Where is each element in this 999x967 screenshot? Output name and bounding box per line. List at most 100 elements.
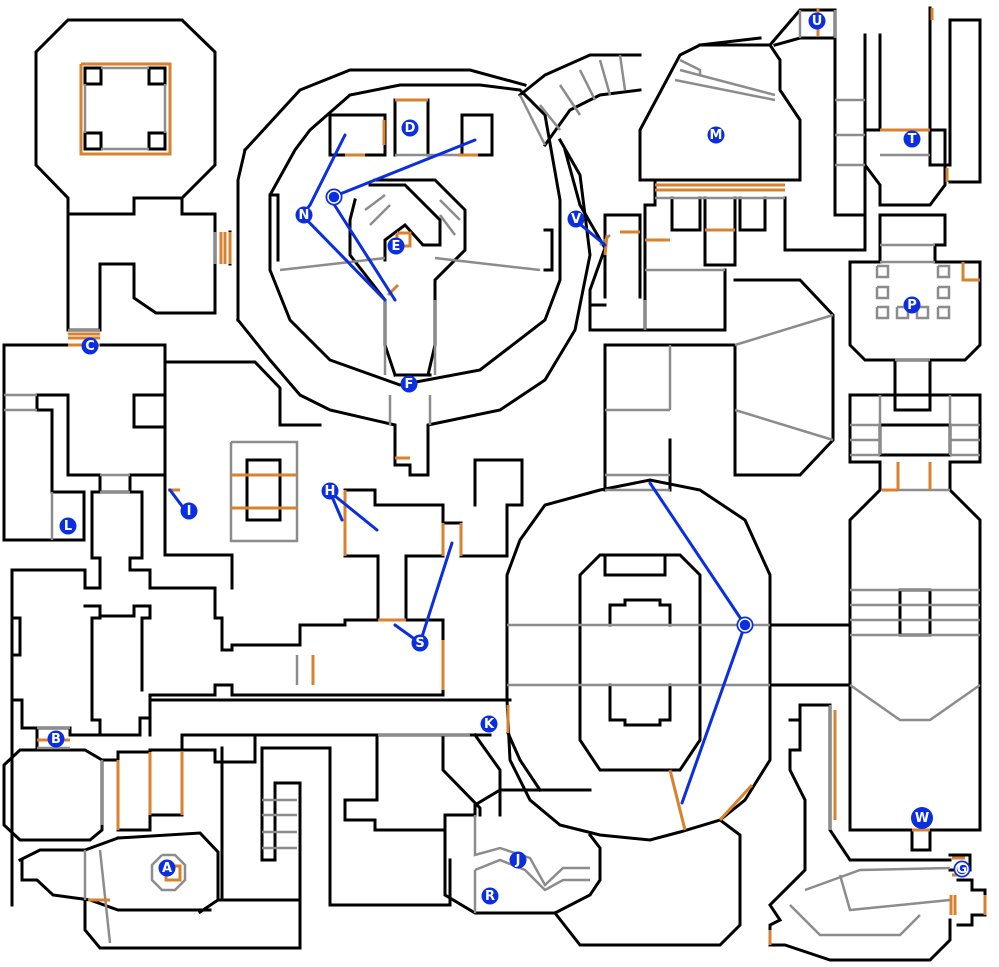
marker-circle xyxy=(59,517,77,535)
marker-k[interactable]: K xyxy=(480,715,498,733)
marker-circle xyxy=(567,210,585,228)
marker-label: B xyxy=(51,732,61,747)
marker-label: H xyxy=(325,484,336,499)
marker-circle xyxy=(400,375,418,393)
marker-label: R xyxy=(485,889,495,904)
marker-v[interactable]: V xyxy=(567,210,585,228)
wall-line xyxy=(235,137,592,477)
wall-line xyxy=(506,731,543,793)
marker-s[interactable]: S xyxy=(411,634,429,652)
marker-label: C xyxy=(85,339,95,354)
marker-label: I xyxy=(187,504,192,519)
wall-line xyxy=(773,36,837,47)
wall-line xyxy=(10,568,102,590)
marker-r[interactable]: R xyxy=(481,887,499,905)
marker-l[interactable]: L xyxy=(59,517,77,535)
step-line xyxy=(875,305,890,320)
marker-link-o-1 xyxy=(328,138,477,200)
wall-line xyxy=(910,828,932,852)
marker-w[interactable]: W xyxy=(911,807,933,829)
j-room-step xyxy=(473,815,590,888)
marker-m[interactable]: M xyxy=(707,126,725,144)
marker-label: T xyxy=(908,132,917,147)
marker-label: U xyxy=(812,14,823,29)
wall-line xyxy=(441,458,524,558)
room-m-wall xyxy=(638,43,802,182)
wall-line xyxy=(956,878,987,927)
marker-q[interactable] xyxy=(736,616,754,634)
step-line xyxy=(849,683,981,722)
pillar-frame-step xyxy=(229,440,299,543)
wall-line xyxy=(783,196,867,252)
marker-d[interactable]: D xyxy=(401,119,419,137)
wall-line xyxy=(373,178,467,377)
marker-g[interactable]: G xyxy=(953,860,971,878)
wall-line xyxy=(460,113,494,157)
marker-circle xyxy=(509,851,527,869)
wall-line xyxy=(542,88,642,148)
wall-line xyxy=(245,458,282,522)
marker-u[interactable]: U xyxy=(808,12,826,30)
wall-line xyxy=(878,423,952,457)
marker-b[interactable]: B xyxy=(47,730,65,748)
marker-t[interactable]: T xyxy=(903,130,921,148)
step-line xyxy=(679,58,702,75)
marker-c[interactable]: C xyxy=(81,337,99,355)
wall-line xyxy=(17,836,120,863)
wall-line xyxy=(893,358,932,412)
wall-line xyxy=(83,898,302,950)
marker-label: N xyxy=(299,208,310,223)
marker-label: J xyxy=(515,853,521,868)
step-line xyxy=(539,104,561,131)
marker-e[interactable]: E xyxy=(387,237,405,255)
marker-o[interactable] xyxy=(325,188,343,206)
pillar xyxy=(147,131,167,151)
wall-line xyxy=(10,568,39,750)
marker-circle xyxy=(401,119,419,137)
marker-label: G xyxy=(957,862,968,877)
wall-line xyxy=(163,360,322,427)
door-line xyxy=(961,262,980,282)
marker-a[interactable]: A xyxy=(158,859,176,877)
pillar-frame-door xyxy=(79,62,172,156)
marker-p[interactable]: P xyxy=(903,296,921,314)
step-line xyxy=(936,285,951,300)
marker-circle xyxy=(321,482,339,500)
marker-link-o-2 xyxy=(328,196,397,302)
marker-i[interactable]: I xyxy=(180,502,198,520)
marker-link-s-1 xyxy=(418,541,454,645)
pillar xyxy=(147,66,167,86)
door-line xyxy=(718,783,754,822)
wall-line xyxy=(20,858,212,912)
marker-label: F xyxy=(405,377,414,392)
marker-label: D xyxy=(405,121,416,136)
step-line xyxy=(679,68,776,97)
marker-h[interactable]: H xyxy=(321,482,339,500)
marker-circle xyxy=(81,337,99,355)
a-octagon-step xyxy=(150,853,187,892)
marker-n[interactable]: N xyxy=(295,206,313,224)
wall-line xyxy=(798,703,952,862)
marker-f[interactable]: F xyxy=(400,375,418,393)
wall-line xyxy=(242,68,527,153)
wall-line xyxy=(163,360,234,590)
wall-line xyxy=(670,196,702,232)
step-line xyxy=(789,904,921,937)
ring-outer-wall xyxy=(505,478,772,842)
ring-inner-wall xyxy=(578,553,702,772)
step-line xyxy=(915,305,930,320)
step-line xyxy=(439,199,461,221)
door-line xyxy=(668,769,687,831)
marker-link-q xyxy=(648,481,747,805)
marker-j[interactable]: J xyxy=(509,851,527,869)
marker-circle xyxy=(411,634,429,652)
pillar xyxy=(83,66,103,86)
wall-line xyxy=(260,746,302,902)
marker-circle xyxy=(911,807,933,829)
wall-line xyxy=(833,33,867,217)
step-line xyxy=(734,313,834,347)
marker-circle xyxy=(808,12,826,30)
marker-label: E xyxy=(392,239,401,254)
wall-line xyxy=(298,488,445,697)
